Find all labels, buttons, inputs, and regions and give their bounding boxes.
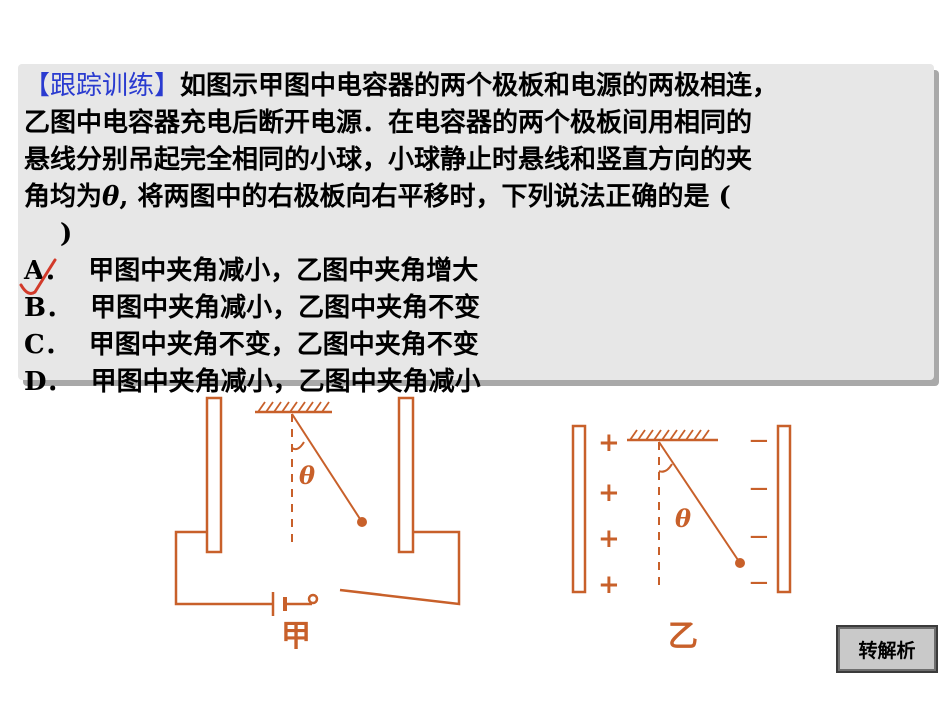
figure-jia — [174, 396, 461, 616]
left-plate-jia — [205, 396, 223, 554]
svg-text:+: + — [598, 478, 620, 508]
ball-jia — [357, 517, 367, 527]
svg-text:−: − — [748, 426, 770, 456]
question-line-2: 乙图中电容器充电后断开电源．在电容器的两个极板间用相同的 — [24, 108, 753, 138]
string-jia — [291, 413, 363, 523]
angle-arc-yi — [658, 463, 673, 473]
question-line-3: 悬线分别吊起完全相同的小球，小球静止时悬线和竖直方向的夹 — [24, 145, 753, 175]
left-plate-yi — [571, 424, 587, 594]
ceiling-hatch-jia — [257, 401, 330, 413]
ceiling-hatch-yi — [629, 429, 710, 441]
option-a[interactable]: A． 甲图中夹角减小，乙图中夹角增大 — [24, 256, 479, 286]
figure-label-jia: 甲 — [281, 619, 311, 654]
tracking-practice-tag: 【跟踪训练】 — [24, 71, 181, 101]
minus-charges: − − − − — [748, 426, 770, 598]
switch-contact — [307, 593, 319, 605]
angle-arc-jia — [291, 441, 305, 451]
checkmark-icon — [19, 258, 57, 295]
svg-text:+: + — [598, 524, 620, 554]
svg-text:+: + — [598, 570, 620, 600]
option-b[interactable]: B． 甲图中夹角减小，乙图中夹角不变 — [24, 293, 481, 323]
option-c[interactable]: C． 甲图中夹角不变，乙图中夹角不变 — [24, 330, 479, 360]
question-line-5: ) — [60, 219, 73, 249]
question-line-4: 角均为θ, 将两图中的右极板向右平移时，下列说法正确的是 ( — [24, 182, 731, 212]
svg-text:−: − — [748, 568, 770, 598]
theta-symbol: θ — [102, 182, 120, 212]
right-plate-jia — [397, 396, 415, 554]
question-line-1: 【跟踪训练】如图示甲图中电容器的两个极板和电源的两极相连， — [24, 71, 779, 101]
theta-label-jia: θ — [299, 461, 315, 490]
question-panel — [18, 64, 934, 380]
svg-text:+: + — [598, 428, 620, 458]
ball-yi — [735, 558, 745, 568]
string-yi — [658, 441, 741, 564]
option-d[interactable]: D． 甲图中夹角减小，乙图中夹角减小 — [24, 367, 481, 397]
figure-yi — [571, 424, 792, 594]
svg-text:−: − — [748, 522, 770, 552]
figure-label-yi: 乙 — [668, 619, 698, 654]
plus-charges: + + + + — [598, 428, 620, 600]
svg-text:−: − — [748, 474, 770, 504]
question-text: 【跟踪训练】如图示甲图中电容器的两个极板和电源的两极相连， 乙图中电容器充电后断… — [24, 68, 924, 401]
show-solution-button[interactable]: 转解析 — [836, 625, 938, 673]
theta-label-yi: θ — [675, 504, 691, 533]
right-plate-yi — [776, 424, 792, 594]
